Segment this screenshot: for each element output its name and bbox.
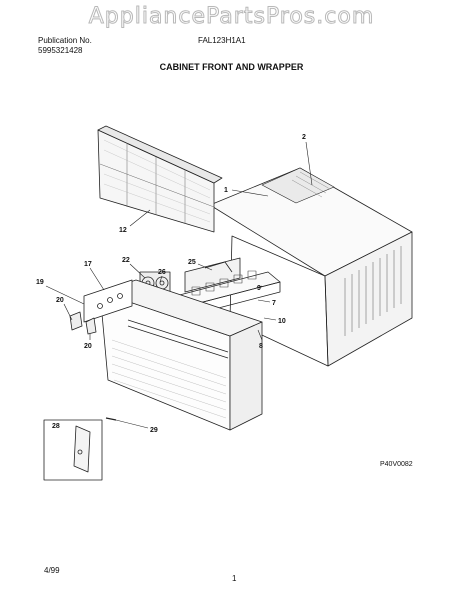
knob-part — [69, 311, 97, 335]
front-grille-upper — [97, 125, 223, 233]
callout-label: 7 — [272, 300, 276, 307]
publication-label: Publication No. — [38, 36, 92, 45]
page-number: 1 — [232, 574, 237, 583]
site-watermark: AppliancePartsPros.com — [88, 4, 375, 30]
callout-label: 29 — [150, 427, 158, 434]
detail-inset — [43, 419, 103, 481]
callout-label: 9 — [257, 285, 261, 292]
publication-number: 5995321428 — [38, 46, 83, 55]
front-panel — [83, 279, 263, 431]
leader-lines — [45, 141, 313, 429]
callout-label: 20 — [84, 343, 92, 350]
section-title: CABINET FRONT AND WRAPPER — [159, 62, 304, 72]
callout-label: 2 — [302, 134, 306, 141]
callout-label: 8 — [259, 343, 263, 350]
control-panel-assembly — [167, 257, 281, 319]
callout-label: 28 — [52, 423, 60, 430]
model-number: FAL123H1A1 — [198, 36, 246, 45]
callout-label: 17 — [84, 261, 92, 268]
diagram-code: P40V0082 — [380, 461, 413, 468]
publication-date: 4/99 — [44, 566, 60, 575]
callout-labels: 2 1 12 22 25 17 26 19 9 7 20 10 20 8 28 … — [36, 134, 306, 434]
callout-label: 22 — [122, 257, 130, 264]
callout-label: 19 — [36, 279, 44, 286]
callout-label: 10 — [278, 318, 286, 325]
screw-part — [105, 417, 117, 421]
callout-label: 20 — [56, 297, 64, 304]
callout-label: 1 — [224, 187, 228, 194]
callout-label: 12 — [119, 227, 127, 234]
callout-label: 26 — [158, 269, 166, 276]
callout-label: 25 — [188, 259, 196, 266]
